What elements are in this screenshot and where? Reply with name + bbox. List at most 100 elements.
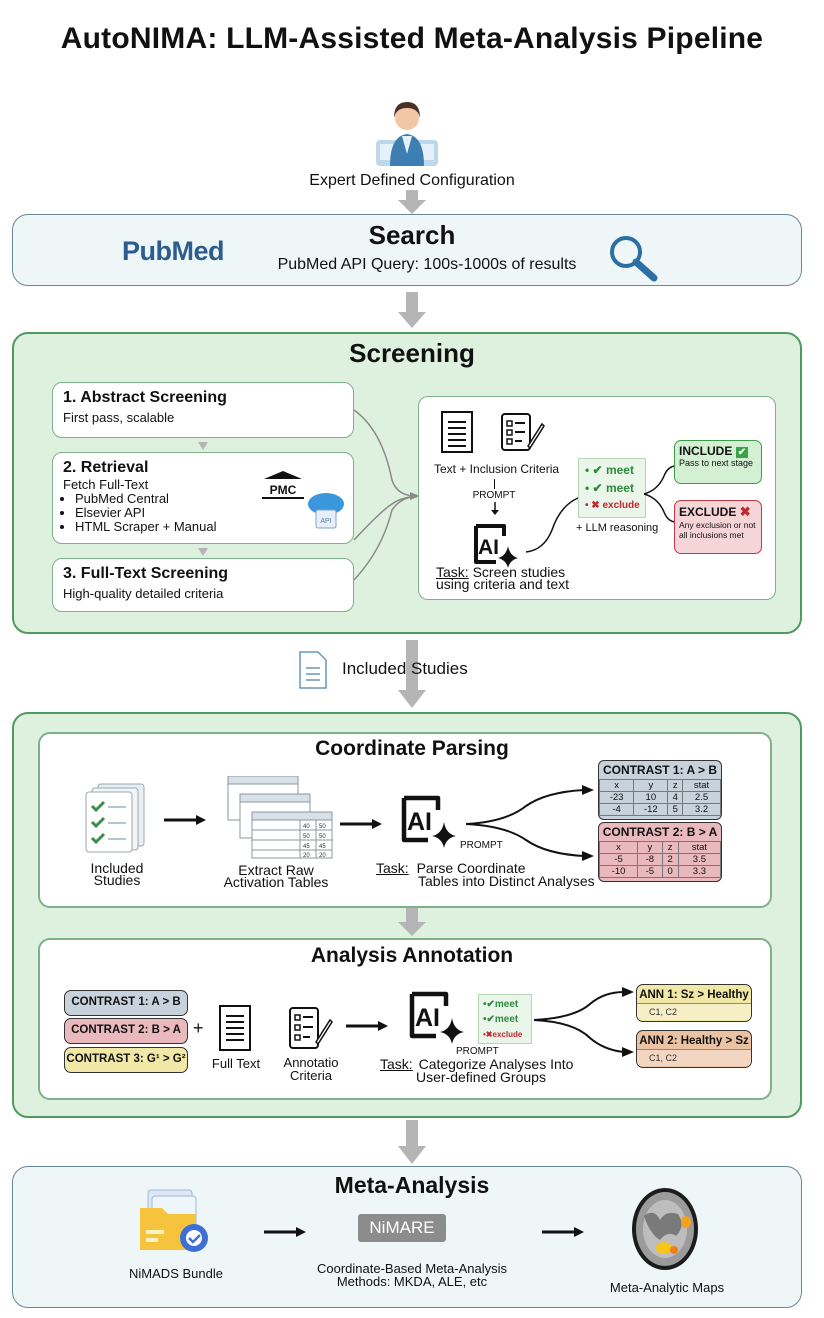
annotation-check-list: •✔meet •✔meet •✖exclude xyxy=(478,994,532,1044)
cell: 3.2 xyxy=(682,803,721,816)
annotation-group-1: ANN 1: Sz > Healthy C1, C2 xyxy=(636,984,752,1022)
task-label: Task: xyxy=(436,564,469,580)
criteria-check-list: • ✔ meet • ✔ meet • ✖ exclude xyxy=(578,458,646,518)
contrast-chip-1: CONTRAST 1: A > B xyxy=(64,990,188,1016)
annotation-title: ANN 2: Healthy > Sz xyxy=(639,1035,749,1047)
col-header: stat xyxy=(677,841,721,854)
nimare-logo: NiMARE xyxy=(358,1214,446,1242)
task-text-line2: User-defined Groups xyxy=(416,1069,546,1085)
api-label: API xyxy=(320,518,331,525)
cell: 2.5 xyxy=(682,791,721,804)
search-panel xyxy=(12,214,802,286)
document-icon xyxy=(441,411,473,453)
table-cell: 40 xyxy=(303,824,310,830)
llm-reasoning-label: + LLM reasoning xyxy=(576,522,659,534)
right-arrow xyxy=(340,819,382,829)
prompt-label: PROMPT xyxy=(460,840,503,851)
task-label: Task: xyxy=(376,860,409,876)
svg-text:AI: AI xyxy=(415,1004,440,1032)
ai-sparkle-icon: AI xyxy=(409,991,464,1044)
retrieval-source: HTML Scraper + Manual xyxy=(75,520,343,534)
include-title: INCLUDE xyxy=(679,444,733,458)
meta-analytic-maps-label: Meta-Analytic Maps xyxy=(609,1280,725,1295)
task-text-line2: using criteria and text xyxy=(436,576,570,592)
reasoning-connector xyxy=(525,497,579,553)
x-mark-icon: ✖ xyxy=(739,504,751,519)
check-meet-1: • ✔ meet xyxy=(585,463,634,477)
cell: 10 xyxy=(633,791,669,804)
annotation-contrasts: C1, C2 xyxy=(637,1049,751,1066)
table-cell: 50 xyxy=(319,824,326,830)
pmc-logo: PMC xyxy=(262,470,304,499)
down-arrow xyxy=(398,292,426,328)
cell: -10 xyxy=(599,865,639,878)
expert-config-label: Expert Defined Configuration xyxy=(309,172,515,189)
caption-line: Extract Raw xyxy=(238,862,314,878)
annotation-title: ANN 1: Sz > Healthy xyxy=(639,989,749,1001)
include-box: INCLUDE ✔ Pass to next stage xyxy=(674,440,762,484)
small-down-arrow xyxy=(198,442,208,450)
cell: -5 xyxy=(599,853,639,866)
annotation-criteria-caption: Annotatio Criteria xyxy=(276,1056,346,1082)
cell: -4 xyxy=(599,803,635,816)
check-label: exclude xyxy=(492,1030,523,1039)
right-arrow xyxy=(164,815,206,825)
check-label: meet xyxy=(494,999,519,1010)
pubmed-logo: PubMed xyxy=(122,236,225,267)
nimads-bundle-label: NiMADS Bundle xyxy=(129,1266,223,1281)
included-studies-doc-stack-icon xyxy=(85,783,145,853)
caption-line: Included xyxy=(90,860,144,876)
brain-map-icon xyxy=(632,1188,698,1270)
exclude-subtitle: Any exclusion or not all inclusions met xyxy=(679,520,756,540)
right-arrow xyxy=(542,1227,584,1237)
decision-branch xyxy=(644,465,677,523)
included-studies-file-icon xyxy=(299,651,327,689)
split-connector xyxy=(466,785,594,861)
down-arrow xyxy=(398,640,426,708)
task-label: Task: xyxy=(380,1056,413,1072)
check-label: meet xyxy=(494,1014,519,1025)
retrieval-source: PubMed Central xyxy=(75,492,343,506)
cell: -12 xyxy=(633,803,669,816)
full-text-document-icon xyxy=(219,1005,251,1051)
screening-title: Screening xyxy=(349,338,475,368)
nimads-bundle-folder-icon xyxy=(140,1189,208,1252)
contrast-chip-3: CONTRAST 3: G¹ > G² xyxy=(64,1047,188,1073)
prompt-line xyxy=(494,479,495,489)
pmc-label: PMC xyxy=(262,483,304,499)
step-subtitle: First pass, scalable xyxy=(63,410,175,425)
coordinate-parsing-title: Coordinate Parsing xyxy=(315,737,509,760)
down-arrow xyxy=(398,1120,426,1164)
extract-tables-caption: Extract Raw Activation Tables xyxy=(206,862,346,890)
cell: 2 xyxy=(661,853,679,866)
cloud-api-icon: API xyxy=(308,493,344,529)
contrast-title: CONTRAST 2: B > A xyxy=(602,825,718,839)
caption-line: Activation Tables xyxy=(223,874,329,890)
small-arrow-icon xyxy=(491,502,499,515)
col-header: y xyxy=(637,841,663,854)
step-subtitle: High-quality detailed criteria xyxy=(63,586,224,601)
task-text-line1: Parse Coordinate xyxy=(416,860,526,876)
plus-sign: + xyxy=(193,1018,204,1038)
table-cell: 20 xyxy=(319,853,326,859)
pubmed-logo-text: PubMed xyxy=(122,236,225,266)
step-title: 1. Abstract Screening xyxy=(63,389,227,406)
annotation-criteria-icon xyxy=(289,1007,333,1049)
caption-line: Coordinate-Based Meta-Analysis xyxy=(316,1261,508,1276)
cell: 3.3 xyxy=(677,865,721,878)
exclude-box: EXCLUDE ✖ Any exclusion or not all inclu… xyxy=(674,500,762,554)
table-cell: 20 xyxy=(303,853,310,859)
down-arrow xyxy=(398,908,426,936)
exclude-title: EXCLUDE xyxy=(679,505,737,519)
included-studies-label: Included Studies xyxy=(342,659,468,678)
caption-line: Criteria xyxy=(290,1068,332,1083)
col-header: x xyxy=(599,779,635,792)
magnifier-icon xyxy=(610,236,658,282)
check-label: meet xyxy=(605,481,634,495)
cell: -8 xyxy=(637,853,663,866)
svg-text:AI: AI xyxy=(478,536,499,559)
col-header: y xyxy=(633,779,669,792)
